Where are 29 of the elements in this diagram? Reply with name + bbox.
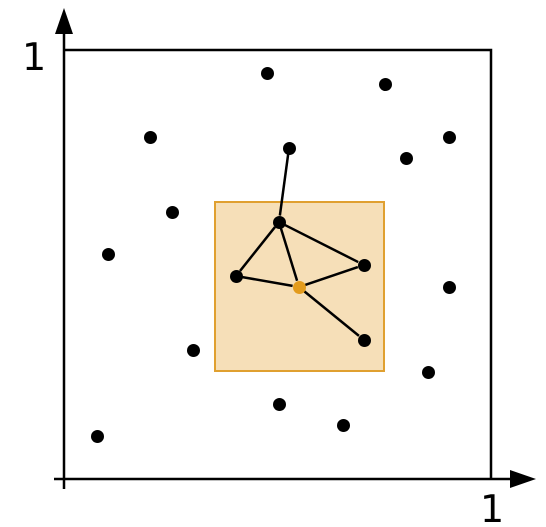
point-dot: [166, 206, 178, 218]
point-dot: [272, 398, 286, 410]
connecting-line: [284, 224, 359, 264]
point-dot: [378, 78, 392, 90]
connecting-line: [303, 290, 360, 337]
point-dot: [442, 280, 456, 294]
point-dot: [422, 366, 434, 378]
point-dot: [230, 270, 242, 282]
point-dot: [260, 66, 274, 80]
point-dot: [282, 142, 296, 154]
point-dot: [102, 248, 114, 260]
point-dot: [292, 280, 306, 294]
point-dot: [272, 216, 286, 228]
point-dot: [400, 152, 412, 164]
axis-tick-label: 1: [480, 490, 504, 527]
axis-tick-label: 1: [22, 38, 46, 76]
point-dot: [186, 344, 200, 356]
point-dot: [144, 130, 156, 144]
point-dot: [442, 130, 456, 144]
connecting-line: [242, 276, 293, 288]
connecting-line: [278, 154, 290, 216]
connecting-line: [304, 266, 358, 286]
connecting-line: [280, 228, 298, 282]
point-dot: [90, 430, 104, 442]
connecting-line: [239, 226, 276, 272]
point-dot: [358, 334, 370, 346]
point-dot: [336, 418, 350, 432]
point-dot: [358, 258, 370, 272]
highlight-square: [214, 201, 385, 372]
